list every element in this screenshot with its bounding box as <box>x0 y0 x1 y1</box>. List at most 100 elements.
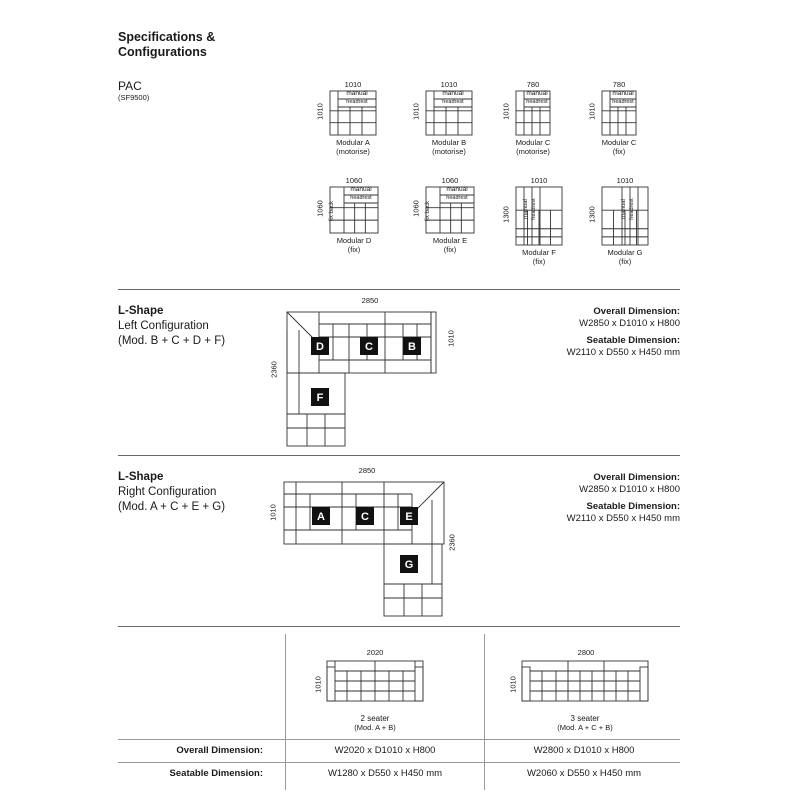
left-config-diagram: D C B F <box>286 311 437 447</box>
manual-label: manual <box>526 90 548 97</box>
module-tag-b <box>403 337 421 355</box>
module-caption: Modular B(motorise) <box>431 138 467 156</box>
manual-label: manual <box>442 90 464 97</box>
module-tag-g <box>400 555 418 573</box>
headrest-label: headrest <box>531 198 537 220</box>
three-seater-caption: 3 seater (Mod. A + C + B) <box>557 714 613 732</box>
right-depth-dim: 1010 <box>268 504 278 521</box>
module-width-dim: 1060 <box>441 176 459 185</box>
module-width-dim: 780 <box>526 80 540 89</box>
module-diagram <box>515 186 563 246</box>
module-caption: Modular E(fix) <box>432 236 468 254</box>
module-diagram <box>425 90 473 136</box>
module-depth-dim: 1010 <box>315 103 325 120</box>
module-caption: Modular F(fix) <box>522 248 556 266</box>
manual-label: manual <box>346 90 368 97</box>
manual-label: manual <box>523 199 529 219</box>
module-letter: E <box>405 511 412 523</box>
module-caption: Modular A(motorise) <box>336 138 370 156</box>
left-config-title: L-Shape Left Configuration (Mod. B + C +… <box>118 305 226 347</box>
three-seater-overall: W2800 x D1010 x H800 <box>533 745 635 756</box>
module-letter: C <box>365 341 373 353</box>
two-seater-width: 2020 <box>366 648 384 657</box>
headrest-label: headrest <box>350 195 372 201</box>
section-divider <box>118 626 680 627</box>
module-caption: Modular G(fix) <box>607 248 643 266</box>
right-width-dim: 2850 <box>358 466 376 475</box>
table-divider <box>118 762 680 763</box>
seatable-dimension-label: Seatable Dimension: <box>169 768 263 779</box>
left-depth-dim: 1010 <box>446 330 456 347</box>
module-letter: B <box>408 341 416 353</box>
table-divider <box>118 739 680 740</box>
module-width-dim: 1060 <box>345 176 363 185</box>
module-depth-dim: 1300 <box>587 206 597 223</box>
table-divider <box>484 634 485 790</box>
fix-back-label: fix back <box>425 200 431 222</box>
right-dimensions: Overall Dimension: W2850 x D1010 x H800 … <box>566 472 680 524</box>
headrest-label: headrest <box>526 99 548 105</box>
headrest-label: headrest <box>446 195 468 201</box>
overall-dimension-label: Overall Dimension: <box>176 745 263 756</box>
headrest-label: headrest <box>346 99 368 105</box>
module-diagram <box>601 186 649 246</box>
left-dimensions: Overall Dimension: W2850 x D1010 x H800 … <box>566 306 680 358</box>
module-tag-a <box>312 507 330 525</box>
left-height-dim: 2360 <box>269 361 279 378</box>
left-width-dim: 2850 <box>361 296 379 305</box>
module-tag-d <box>311 337 329 355</box>
three-seater-depth: 1010 <box>508 676 518 693</box>
module-diagram <box>329 186 379 234</box>
product-code: (SF9500) <box>118 93 150 102</box>
module-tag-f <box>311 388 329 406</box>
right-config-title: L-Shape Right Configuration (Mod. A + C … <box>118 471 226 513</box>
module-tag-c <box>360 337 378 355</box>
manual-label: manual <box>350 186 372 193</box>
module-caption: Modular C(fix) <box>601 138 637 156</box>
module-depth-dim: 1010 <box>587 103 597 120</box>
section-divider <box>118 289 680 290</box>
module-tag-c <box>356 507 374 525</box>
manual-label: manual <box>621 199 627 219</box>
table-divider <box>285 634 286 790</box>
module-letter: C <box>361 511 369 523</box>
headrest-label: headrest <box>612 99 634 105</box>
module-letter: D <box>316 341 324 353</box>
three-seater-diagram <box>521 660 649 702</box>
module-width-dim: 1010 <box>440 80 458 89</box>
manual-label: manual <box>446 186 468 193</box>
right-config-diagram: A C E G <box>283 481 445 617</box>
three-seater-seatable: W2060 x D550 x H450 mm <box>526 768 642 779</box>
module-diagram <box>425 186 475 234</box>
two-seater-depth: 1010 <box>313 676 323 693</box>
section-divider <box>118 455 680 456</box>
module-diagram <box>601 90 637 136</box>
headrest-label: headrest <box>629 198 635 220</box>
headrest-label: headrest <box>442 99 464 105</box>
module-letter: A <box>317 511 325 523</box>
module-depth-dim: 1010 <box>501 103 511 120</box>
module-depth-dim: 1010 <box>411 103 421 120</box>
module-diagram <box>329 90 377 136</box>
module-letter: F <box>317 392 324 404</box>
module-diagram <box>515 90 551 136</box>
left-module-letters: D C B F <box>311 337 421 406</box>
module-caption: Modular D(fix) <box>336 236 372 254</box>
two-seater-diagram <box>326 660 424 702</box>
fix-back-label: fix back <box>329 200 335 222</box>
two-seater-caption: 2 seater (Mod. A + B) <box>354 714 396 732</box>
module-depth-dim: 1300 <box>501 206 511 223</box>
module-depth-dim: 1060 <box>315 200 325 217</box>
right-module-letters: A C E G <box>312 507 418 573</box>
module-depth-dim: 1060 <box>411 200 421 217</box>
module-width-dim: 1010 <box>344 80 362 89</box>
two-seater-overall: W2020 x D1010 x H800 <box>334 745 436 756</box>
module-width-dim: 1010 <box>530 176 548 185</box>
page-title: Specifications & Configurations <box>118 30 216 59</box>
three-seater-width: 2800 <box>577 648 595 657</box>
manual-label: manual <box>612 90 634 97</box>
product-name: PAC <box>118 79 142 93</box>
module-caption: Modular C(motorise) <box>515 138 551 156</box>
module-width-dim: 1010 <box>616 176 634 185</box>
module-width-dim: 780 <box>612 80 626 89</box>
